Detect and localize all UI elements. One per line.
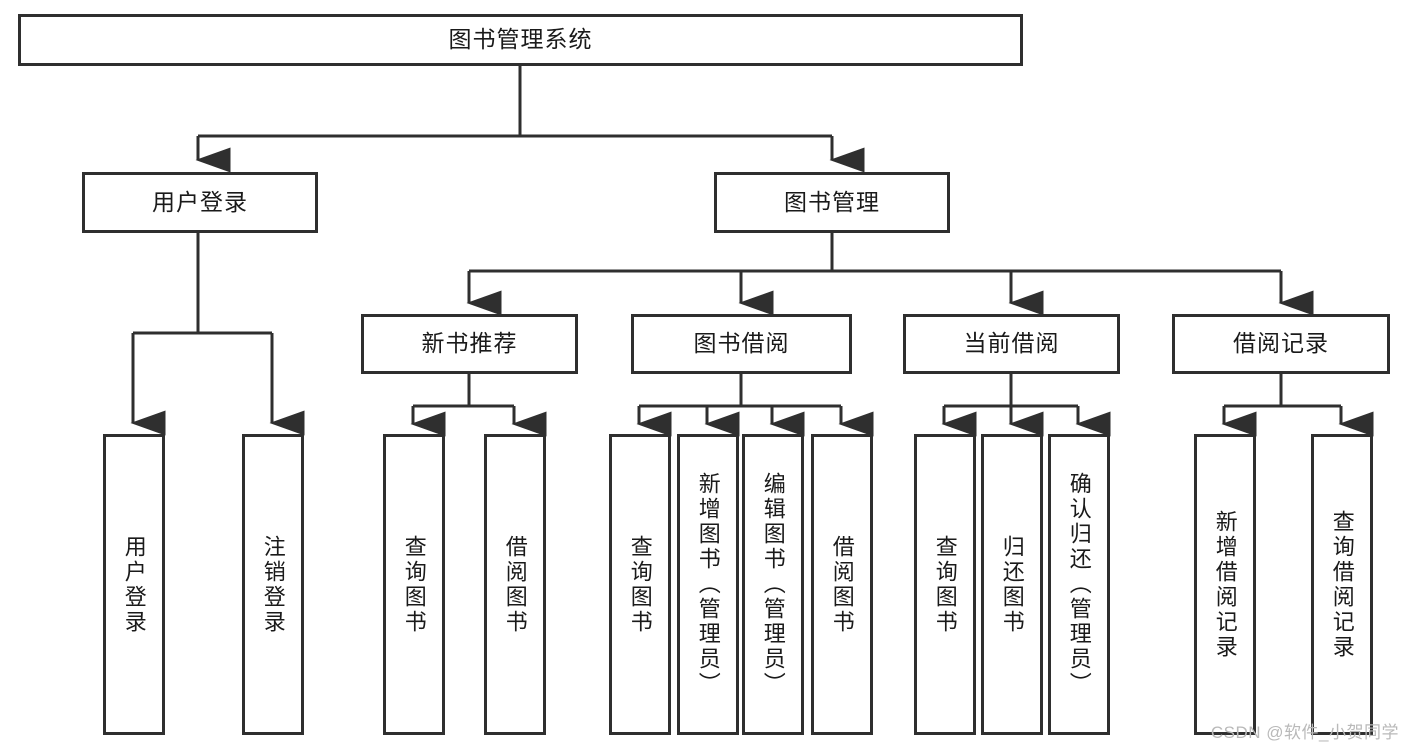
leaf-new-book-borrow-book[interactable]: 借阅图书 — [484, 434, 546, 735]
leaf-user-login-signin[interactable]: 用户登录 — [103, 434, 165, 735]
node-label: 新增图书（管理员） — [695, 472, 721, 697]
node-label: 图书管理 — [784, 188, 880, 215]
node-label: 用户登录 — [121, 534, 147, 635]
node-book-management[interactable]: 图书管理 — [714, 172, 950, 233]
node-label: 注销登录 — [260, 534, 286, 635]
node-label: 编辑图书（管理员） — [760, 472, 786, 697]
node-root-book-management-system[interactable]: 图书管理系统 — [18, 14, 1023, 66]
node-label: 借阅图书 — [502, 534, 528, 635]
node-label: 借阅记录 — [1233, 330, 1329, 357]
node-label: 图书借阅 — [693, 330, 790, 357]
leaf-current-borrow-query-book[interactable]: 查询图书 — [914, 434, 976, 735]
leaf-book-borrow-query-book[interactable]: 查询图书 — [609, 434, 671, 735]
node-label: 当前借阅 — [963, 330, 1060, 357]
node-book-borrow[interactable]: 图书借阅 — [631, 314, 852, 374]
leaf-new-book-query-book[interactable]: 查询图书 — [383, 434, 445, 735]
leaf-book-borrow-borrow-book[interactable]: 借阅图书 — [811, 434, 873, 735]
node-label: 用户登录 — [152, 188, 248, 215]
node-user-login[interactable]: 用户登录 — [82, 172, 318, 233]
leaf-book-borrow-edit-book-admin[interactable]: 编辑图书（管理员） — [742, 434, 804, 735]
leaf-borrow-record-query-record[interactable]: 查询借阅记录 — [1311, 434, 1373, 735]
node-label: 查询图书 — [627, 534, 653, 635]
leaf-borrow-record-add-record[interactable]: 新增借阅记录 — [1194, 434, 1256, 735]
csdn-watermark: CSDN @软件_小贺同学 — [1210, 723, 1399, 742]
node-new-book-recommend[interactable]: 新书推荐 — [361, 314, 578, 374]
leaf-current-borrow-confirm-return-admin[interactable]: 确认归还（管理员） — [1048, 434, 1110, 735]
node-label: 借阅图书 — [829, 534, 855, 635]
leaf-current-borrow-return-book[interactable]: 归还图书 — [981, 434, 1043, 735]
node-label: 归还图书 — [999, 534, 1025, 635]
node-label: 查询图书 — [932, 534, 958, 635]
node-label: 确认归还（管理员） — [1066, 472, 1092, 697]
node-borrow-record[interactable]: 借阅记录 — [1172, 314, 1390, 374]
node-label: 查询借阅记录 — [1329, 509, 1355, 660]
node-label: 查询图书 — [401, 534, 427, 635]
leaf-user-login-signout[interactable]: 注销登录 — [242, 434, 304, 735]
node-label: 新书推荐 — [421, 330, 518, 357]
node-label: 新增借阅记录 — [1212, 509, 1238, 660]
leaf-book-borrow-add-book-admin[interactable]: 新增图书（管理员） — [677, 434, 739, 735]
node-label: 图书管理系统 — [448, 26, 593, 53]
node-current-borrow[interactable]: 当前借阅 — [903, 314, 1120, 374]
